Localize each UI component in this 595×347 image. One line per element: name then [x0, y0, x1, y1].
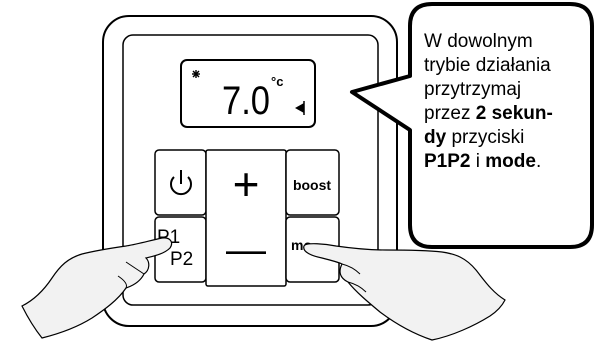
temperature-unit: °c — [271, 74, 283, 89]
minus-symbol: — — [226, 228, 266, 272]
p2-label: P2 — [170, 249, 193, 270]
callout-line-3: przytrzymaj — [424, 79, 522, 100]
temperature-readout: 7.0 — [222, 79, 270, 123]
callout-text: W dowolnym trybie działania przytrzymaj … — [424, 30, 594, 174]
callout-line-6: P1P2 i mode. — [424, 150, 594, 174]
snowflake-icon — [192, 70, 200, 78]
boost-label: boost — [293, 177, 331, 193]
plus-minus-pad[interactable] — [205, 149, 287, 287]
speech-bubble — [350, 2, 594, 249]
callout-line-2: trybie działania — [424, 55, 551, 76]
callout-text-segment: przyciski — [446, 127, 525, 148]
callout-bold-segment: 2 sekun- — [475, 103, 553, 124]
callout-bold-segment: dy — [424, 127, 447, 148]
boost-button[interactable] — [285, 149, 340, 216]
callout-text-segment: przez — [424, 103, 476, 124]
callout-bold-segment: P1P2 — [424, 151, 471, 172]
triangle-left-icon — [295, 103, 304, 113]
plus-symbol: + — [233, 158, 260, 210]
callout-line-4: przez 2 sekun- — [424, 102, 594, 126]
callout-text-segment: i — [470, 151, 486, 172]
button-grid — [154, 149, 340, 287]
callout-line-1: W dowolnym — [424, 31, 533, 52]
right-hand-illustration — [303, 243, 506, 341]
callout-text-segment: . — [535, 151, 542, 172]
lcd-display — [180, 59, 316, 128]
left-hand-illustration — [21, 237, 173, 339]
power-icon — [170, 170, 192, 196]
callout-bold-segment: mode — [485, 151, 536, 172]
callout-line-5: dy przyciski — [424, 126, 594, 150]
